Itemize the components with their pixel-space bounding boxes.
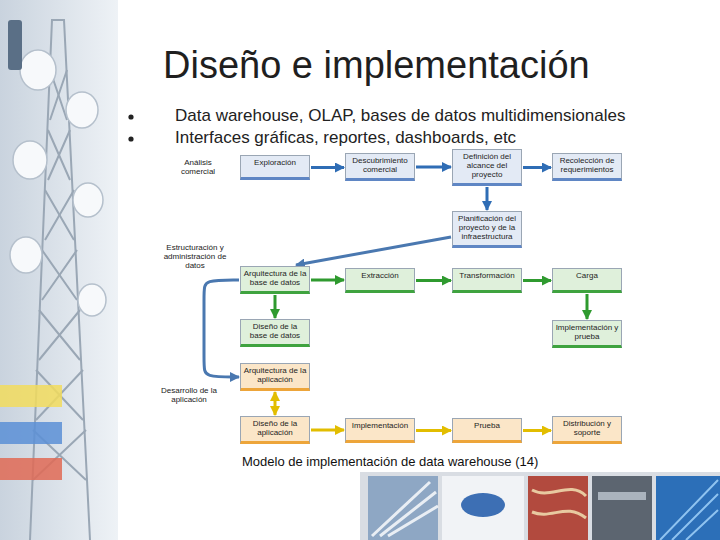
photo-detail (598, 492, 646, 500)
process-box: Transformación (452, 268, 522, 293)
box-text: Exploración (241, 156, 309, 171)
process-box: Prueba (452, 418, 522, 443)
flow-arrow (523, 166, 551, 169)
photo (592, 476, 652, 540)
box-text: Descubrimiento comercial (346, 154, 414, 178)
process-box: Diseño de la aplicación (240, 416, 310, 444)
process-box: Definición del alcance del proyecto (452, 149, 522, 186)
process-box: Distribución y soporte (552, 416, 622, 444)
box-text: Definición del alcance del proyecto (453, 150, 521, 182)
flow-arrow (523, 429, 551, 432)
dish (13, 141, 47, 179)
box-text: Diseño de la base de datos (241, 320, 309, 344)
process-box: Exploración (240, 155, 310, 180)
flow-arrow (311, 429, 344, 432)
box-text: Carga (553, 269, 621, 284)
process-box: Recolección de requerimientos (552, 153, 622, 181)
bullet-dot (128, 114, 133, 119)
box-text: Recolección de requerimientos (553, 154, 621, 178)
phase-label: Análisis comercial (166, 158, 230, 176)
flow-arrow (416, 166, 451, 169)
side-panel (0, 0, 118, 540)
phase-label: Desarrollo de la aplicación (160, 386, 218, 404)
photo (528, 476, 588, 540)
box-text: Prueba (453, 419, 521, 434)
photo-detail (372, 482, 438, 536)
dish (73, 183, 103, 217)
box-text: Extracción (346, 269, 414, 284)
flow-arrow (523, 279, 551, 282)
dish (10, 237, 42, 273)
photo-detail (461, 493, 505, 517)
tower-braces (33, 70, 86, 480)
photo-ground (360, 472, 720, 540)
flow-arrow (274, 295, 277, 318)
box-text: Distribución y soporte (553, 417, 621, 441)
photo-strip (360, 472, 720, 540)
box-text: Implementación (346, 419, 414, 434)
box-text: Transformación (453, 269, 521, 284)
box-text: Arquitectura de la base de datos (241, 267, 309, 291)
photo-detail (660, 480, 718, 540)
dish-antennas (10, 50, 106, 316)
flow-arrow (274, 392, 277, 415)
dish (66, 92, 98, 128)
process-box: Carga (552, 268, 622, 293)
photo-detail (532, 490, 586, 518)
process-box: Implementación (345, 418, 415, 443)
dish (78, 284, 106, 316)
process-box: Implementación y prueba (552, 320, 622, 348)
photo (656, 476, 720, 540)
process-box: Descubrimiento comercial (345, 153, 415, 181)
photo (442, 476, 524, 540)
process-box: Extracción (345, 268, 415, 293)
box-text: Implementación y prueba (553, 321, 621, 345)
dish (20, 50, 56, 90)
box-text: Diseño de la aplicación (241, 417, 309, 441)
process-box: Diseño de la base de datos (240, 319, 310, 347)
flow-arrow (311, 279, 344, 282)
phase-label: Estructuración y administración de datos (160, 243, 230, 271)
flow-arrow (204, 280, 239, 377)
color-bar (0, 385, 62, 407)
antenna-panel (8, 20, 22, 70)
flow-arrow (416, 279, 451, 282)
color-bar (0, 422, 62, 444)
flow-arrow (311, 166, 344, 169)
box-text: Planificación del proyecto y de la infra… (453, 212, 521, 244)
flow-arrow (586, 294, 589, 319)
flow-arrow (416, 429, 451, 432)
color-bar (0, 458, 62, 480)
slide-title: Diseño e implementación (163, 44, 590, 87)
flow-arrow (296, 237, 451, 265)
box-text: Arquitectura de la aplicación (241, 364, 309, 388)
figure-caption: Modelo de implementación de data warehou… (242, 454, 538, 469)
bullet-text: Data warehouse, OLAP, bases de datos mul… (175, 106, 695, 126)
process-box: Arquitectura de la aplicación (240, 363, 310, 391)
photo (368, 476, 438, 540)
tower-braces (33, 70, 86, 480)
flow-arrow (486, 187, 489, 210)
process-box: Planificación del proyecto y de la infra… (452, 211, 522, 248)
bullet-text: Interfaces gráficas, reportes, dashboard… (175, 128, 695, 148)
bullet-dot (128, 136, 133, 141)
tower-top (8, 20, 22, 70)
process-box: Arquitectura de la base de datos (240, 266, 310, 294)
